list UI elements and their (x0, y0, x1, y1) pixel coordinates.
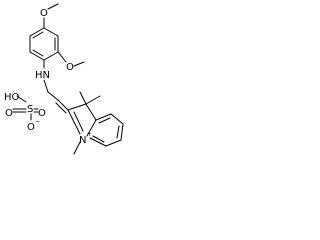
atom-s: S (27, 104, 33, 115)
vinyl-linker (47, 91, 69, 114)
atom-o-s-left: O (5, 108, 13, 119)
atom-o-s-right: O (38, 108, 46, 119)
indolium-benzene-ring (89, 113, 124, 147)
hydrogen-sulfate: HO S O O O − (4, 92, 46, 133)
plus-charge: + (87, 131, 92, 138)
atom-ho: HO (4, 92, 20, 103)
amine-group: HN (35, 59, 50, 93)
atom-hn: HN (35, 70, 50, 81)
methoxy-top: O (40, 3, 59, 29)
minus-charge: − (35, 118, 40, 125)
indolium-five-ring: N + (67, 103, 97, 146)
atom-o-minus: O (27, 122, 35, 133)
atom-n-plus: N (79, 135, 86, 146)
chemical-structure-diagram: O O HN HO S O O O − (4, 3, 124, 155)
methoxy-right: O (57, 51, 85, 73)
gem-dimethyl (79, 91, 101, 105)
n-methyl (73, 141, 81, 155)
dimethoxyphenyl-ring (29, 27, 59, 61)
atom-o-right: O (66, 62, 74, 73)
atom-o-top: O (40, 8, 48, 19)
